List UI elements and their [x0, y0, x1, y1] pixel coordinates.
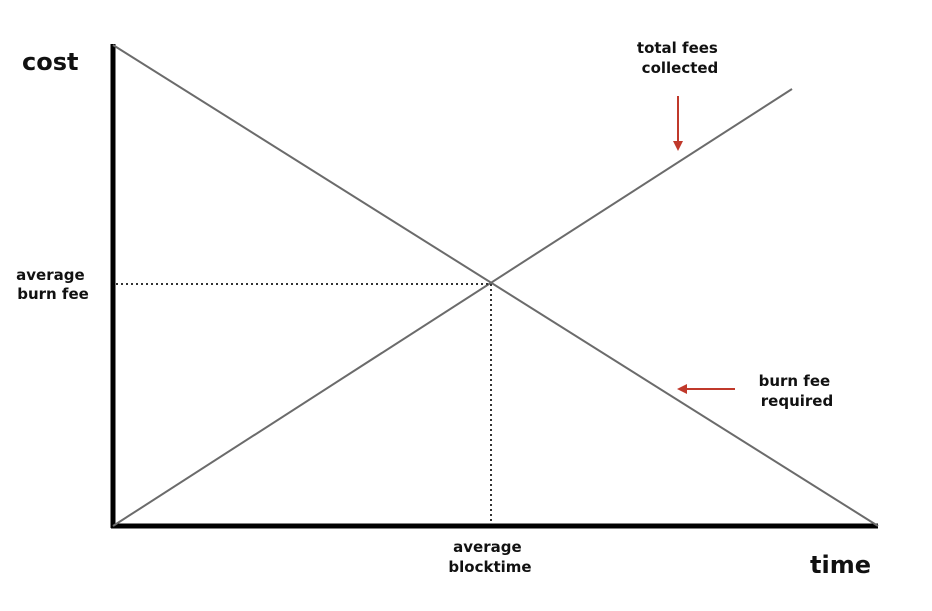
- x-axis-title: time: [810, 551, 871, 579]
- total-fees-collected-label: total fees collected: [637, 39, 723, 77]
- total-fees-collected-line: [112, 88, 793, 527]
- x-marker-line-1: average: [453, 538, 522, 556]
- y-axis-title: cost: [22, 48, 78, 76]
- x-marker-label: average blocktime: [448, 538, 531, 576]
- y-marker-label: average burn fee: [16, 266, 90, 303]
- y-marker-line-1: average: [16, 266, 85, 284]
- x-marker-line-2: blocktime: [448, 558, 531, 576]
- burn-fee-line-1: burn fee: [759, 372, 831, 390]
- total-fees-line-2: collected: [642, 59, 719, 77]
- total-fees-line-1: total fees: [637, 39, 718, 57]
- y-marker-line-2: burn fee: [17, 285, 89, 303]
- burn-fee-line-2: required: [761, 392, 833, 410]
- burn-fee-required-label: burn fee required: [759, 372, 836, 410]
- burn-fee-required-line: [112, 44, 879, 527]
